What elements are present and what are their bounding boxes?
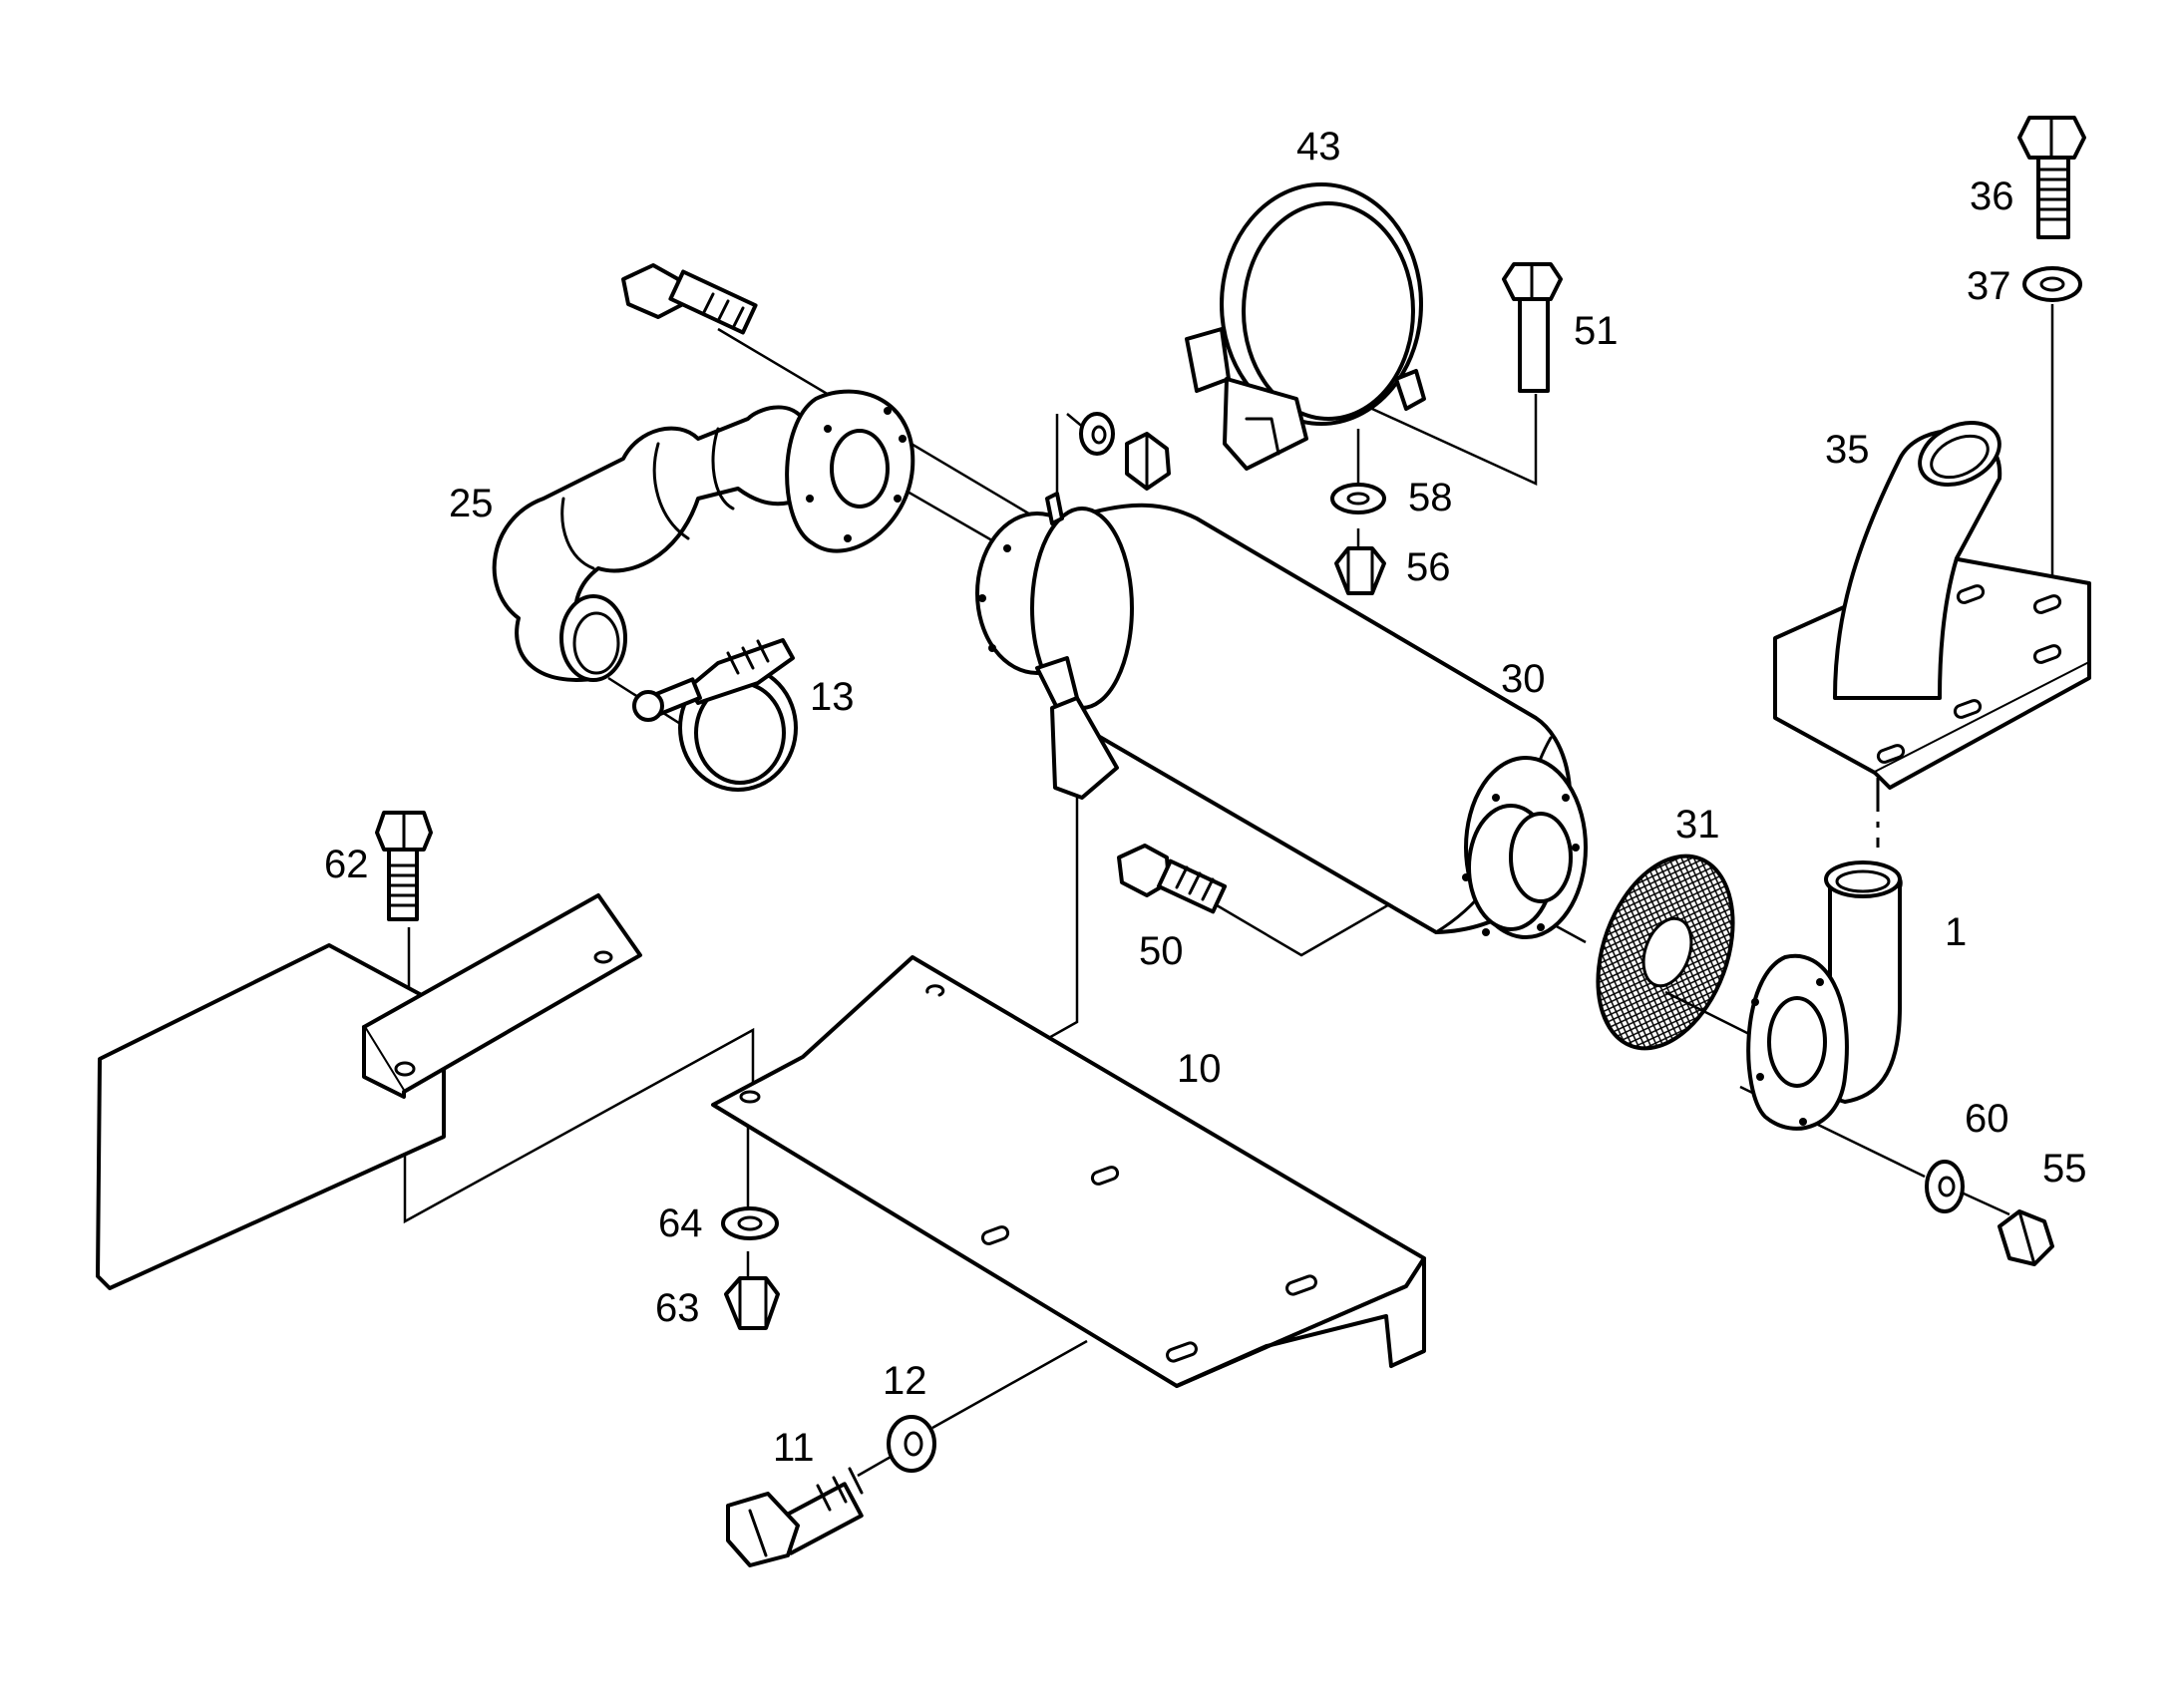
callout-12: 12 — [883, 1359, 927, 1403]
mounting-bracket — [96, 893, 642, 1290]
bolt-50 — [1117, 844, 1228, 914]
washer-60 — [1925, 1160, 1965, 1213]
callout-31: 31 — [1675, 803, 1720, 847]
washer-37 — [2022, 266, 2082, 302]
flange-pipe-25 — [785, 389, 915, 553]
elbow-pipe-1 — [1746, 860, 1903, 1131]
nut-55 — [1998, 1209, 2054, 1266]
washer-muffler-top — [1079, 412, 1115, 456]
callout-43: 43 — [1296, 125, 1341, 169]
callout-36: 36 — [1970, 174, 2014, 218]
washer-58 — [1330, 483, 1386, 514]
gasket-screen-31 — [1596, 854, 1735, 1051]
nut-56 — [1334, 546, 1386, 595]
callout-13: 13 — [810, 675, 855, 719]
elbow-pipe-25 — [492, 405, 805, 682]
muffler-30 — [975, 492, 1588, 939]
tailpipe-35 — [1773, 421, 2091, 790]
callout-64: 64 — [658, 1201, 703, 1245]
bolt-11 — [726, 1467, 864, 1567]
bolt-62 — [375, 811, 433, 921]
callout-55: 55 — [2042, 1147, 2087, 1191]
nut-63 — [724, 1276, 780, 1330]
washer-64 — [721, 1206, 779, 1240]
callout-56: 56 — [1406, 545, 1451, 589]
callout-10: 10 — [1177, 1047, 1222, 1091]
callout-60: 60 — [1965, 1097, 2009, 1141]
callout-63: 63 — [655, 1286, 700, 1330]
callout-11: 11 — [773, 1426, 815, 1470]
callout-35: 35 — [1825, 428, 1870, 472]
callout-25: 25 — [449, 482, 494, 525]
mounting-plate-10 — [711, 955, 1426, 1388]
bolt-51 — [1502, 262, 1563, 393]
nut-muffler-top — [1125, 432, 1171, 491]
callout-50: 50 — [1139, 929, 1184, 973]
callout-labels: 43 36 37 51 25 35 58 56 30 13 31 62 1 50… — [324, 125, 2087, 1470]
washer-12 — [887, 1415, 936, 1473]
callout-62: 62 — [324, 843, 369, 886]
bolt-pipe-25 — [621, 263, 758, 335]
hose-clamp-13 — [632, 638, 798, 792]
strap-clamp-43 — [1185, 182, 1426, 471]
callout-51: 51 — [1574, 309, 1619, 353]
callout-58: 58 — [1408, 476, 1453, 519]
bolt-36 — [2017, 116, 2086, 239]
callout-30: 30 — [1501, 657, 1546, 701]
callout-1: 1 — [1945, 910, 1967, 954]
callout-37: 37 — [1967, 264, 2011, 308]
